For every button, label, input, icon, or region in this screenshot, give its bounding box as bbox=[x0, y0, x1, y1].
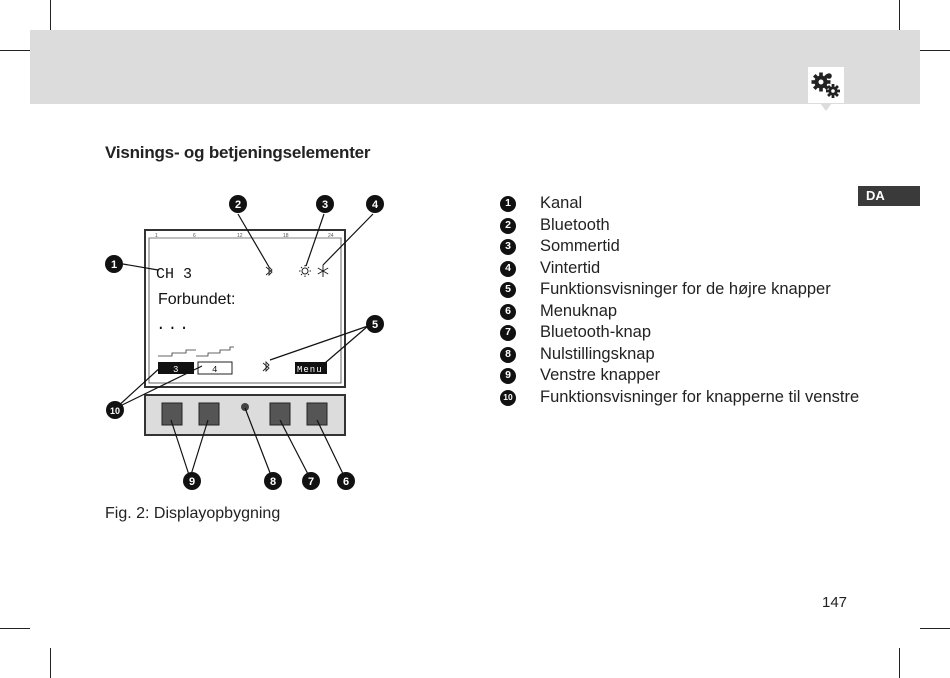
crop-mark bbox=[0, 628, 30, 629]
snowflake-icon bbox=[317, 265, 329, 277]
callout-8-label: 8 bbox=[270, 476, 276, 488]
display-diagram: 1 6 12 18 24 CH 3 Forbundet: ... bbox=[100, 190, 384, 500]
callout-8-circle bbox=[264, 472, 282, 490]
gears-icon bbox=[811, 72, 840, 98]
left-indicator-2-label: 4 bbox=[212, 365, 217, 375]
callout-10-circle bbox=[106, 401, 124, 419]
header-band bbox=[30, 30, 920, 104]
callout-9-circle bbox=[183, 472, 201, 490]
display-inner bbox=[148, 237, 342, 384]
sun-icon bbox=[299, 265, 311, 277]
display-dots: ... bbox=[156, 316, 191, 334]
legend-text: Nulstillingsknap bbox=[540, 344, 655, 363]
callout-6-label: 6 bbox=[343, 476, 349, 488]
legend-item: 1 Kanal bbox=[500, 193, 860, 215]
legend-number: 7 bbox=[500, 325, 516, 341]
legend-number: 4 bbox=[500, 260, 516, 277]
callout-2-label: 2 bbox=[235, 199, 241, 211]
legend-item: 2 Bluetooth bbox=[500, 215, 860, 237]
left-indicator-1 bbox=[158, 362, 194, 374]
menu-indicator bbox=[295, 362, 327, 374]
ruler-tick: 18 bbox=[283, 233, 289, 239]
legend-item: 9 Venstre knapper bbox=[500, 365, 860, 387]
ruler-tick: 24 bbox=[328, 233, 334, 239]
callout-9-label: 9 bbox=[189, 476, 195, 488]
legend-number: 10 bbox=[500, 389, 516, 406]
callout-5-circle bbox=[366, 315, 384, 333]
legend-item: 3 Sommertid bbox=[500, 236, 860, 258]
callout-4-circle bbox=[366, 195, 384, 213]
legend-number: 9 bbox=[500, 368, 516, 384]
crop-mark bbox=[899, 648, 900, 678]
legend-number: 3 bbox=[500, 239, 516, 255]
callout-4-label: 4 bbox=[372, 199, 379, 211]
ruler-tick: 1 bbox=[155, 233, 158, 239]
legend-text: Kanal bbox=[540, 194, 583, 212]
legend-item: 8 Nulstillingsknap bbox=[500, 344, 860, 366]
callout-6-circle bbox=[337, 472, 355, 490]
language-tab-label: DA bbox=[866, 188, 885, 203]
callout-7-label: 7 bbox=[308, 476, 314, 488]
legend-text: Bluetooth-knap bbox=[540, 323, 651, 341]
legend-number: 6 bbox=[500, 303, 516, 320]
callout-1-circle bbox=[105, 255, 123, 273]
left-function-indicators: 3 4 bbox=[158, 346, 234, 375]
ruler-tick: 12 bbox=[237, 233, 243, 239]
bluetooth-icon bbox=[265, 265, 273, 277]
legend-number: 8 bbox=[500, 346, 516, 363]
callouts: 1 2 3 4 5 10 9 8 7 6 bbox=[105, 195, 384, 490]
display-status: Forbundet: bbox=[158, 291, 235, 308]
callout-2-circle bbox=[229, 195, 247, 213]
menu-indicator-label: Menu bbox=[297, 365, 323, 375]
crop-mark bbox=[0, 50, 30, 51]
left-button-2[interactable] bbox=[198, 402, 220, 426]
legend-item: 4 Vintertid bbox=[500, 258, 860, 280]
leader-lines bbox=[115, 213, 374, 479]
bluetooth-button[interactable] bbox=[269, 402, 291, 426]
callout-3-label: 3 bbox=[322, 199, 328, 211]
crop-mark bbox=[50, 648, 51, 678]
menu-button[interactable] bbox=[306, 402, 328, 426]
legend-number: 2 bbox=[500, 217, 516, 234]
legend-number: 5 bbox=[500, 282, 516, 298]
figure-caption: Fig. 2: Displayopbygning bbox=[105, 505, 281, 522]
legend-item: 10 Funktionsvisninger for knapperne til … bbox=[500, 387, 860, 409]
legend-text: Funktionsvisninger for de højre knapper bbox=[540, 280, 831, 298]
legend-text: Bluetooth bbox=[540, 215, 610, 234]
legend-item: 6 Menuknap bbox=[500, 301, 860, 323]
legend-list: 1 Kanal 2 Bluetooth 3 Sommertid 4 Vinter… bbox=[500, 193, 860, 408]
reset-button[interactable] bbox=[241, 403, 249, 411]
callout-7-circle bbox=[302, 472, 320, 490]
legend-text: Venstre knapper bbox=[540, 366, 661, 384]
legend-item: 7 Bluetooth-knap bbox=[500, 322, 860, 344]
left-indicator-1-label: 3 bbox=[173, 365, 178, 375]
legend-text: Vintertid bbox=[540, 258, 601, 277]
section-title: Visnings- og betjeningselementer bbox=[105, 143, 371, 162]
legend-text: Menuknap bbox=[540, 301, 618, 320]
page-number: 147 bbox=[822, 594, 848, 611]
badge-tail bbox=[820, 103, 832, 111]
callout-5-label: 5 bbox=[372, 319, 378, 331]
legend-item: 5 Funktionsvisninger for de højre knappe… bbox=[500, 279, 860, 301]
crop-mark bbox=[920, 628, 950, 629]
crop-mark bbox=[50, 0, 51, 30]
callout-3-circle bbox=[316, 195, 334, 213]
left-button-1[interactable] bbox=[161, 402, 183, 426]
crop-mark bbox=[920, 50, 950, 51]
legend-text: Funktionsvisninger for knapperne til ven… bbox=[540, 387, 860, 406]
callout-10-label: 10 bbox=[110, 406, 120, 416]
legend-text: Sommertid bbox=[540, 237, 620, 255]
legend-number: 1 bbox=[500, 196, 516, 212]
crop-mark bbox=[899, 0, 900, 30]
language-tab: DA bbox=[858, 186, 920, 206]
ruler-tick: 6 bbox=[193, 233, 196, 239]
bluetooth-key-icon bbox=[262, 360, 270, 373]
settings-badge bbox=[808, 67, 844, 103]
callout-1-label: 1 bbox=[111, 259, 117, 271]
display-channel: CH 3 bbox=[156, 266, 192, 283]
